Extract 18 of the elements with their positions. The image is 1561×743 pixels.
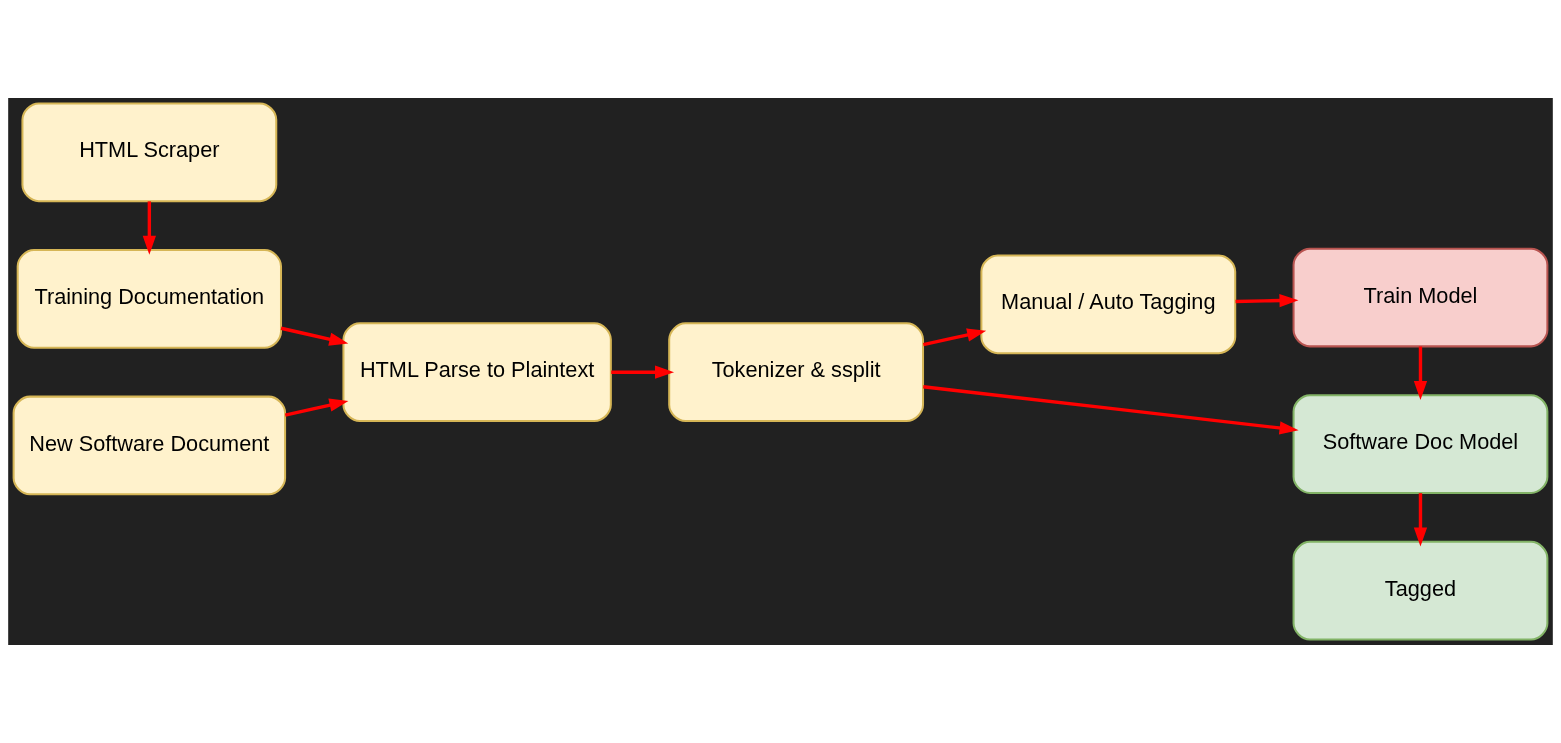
arrow [1413, 493, 1428, 547]
arrow [1235, 293, 1299, 308]
node-box: New Software Document [12, 395, 287, 496]
node-box: Software Doc Model [1292, 394, 1549, 494]
node-box: Training Documentation [16, 249, 283, 349]
arrow [611, 365, 675, 379]
node-box: Tokenizer & ssplit [668, 322, 925, 423]
arrow [142, 201, 156, 255]
arrow [923, 328, 987, 347]
node-box: Train Model [1292, 247, 1549, 348]
node-box: Manual / Auto Tagging [980, 254, 1237, 355]
node-box: Tagged [1292, 540, 1549, 641]
arrow [280, 326, 349, 346]
node-box: HTML Parse to Plaintext [342, 322, 612, 423]
arrow [1413, 346, 1428, 400]
arrow [923, 385, 1299, 435]
arrow [284, 398, 349, 417]
node-box: HTML Scraper [21, 102, 278, 203]
